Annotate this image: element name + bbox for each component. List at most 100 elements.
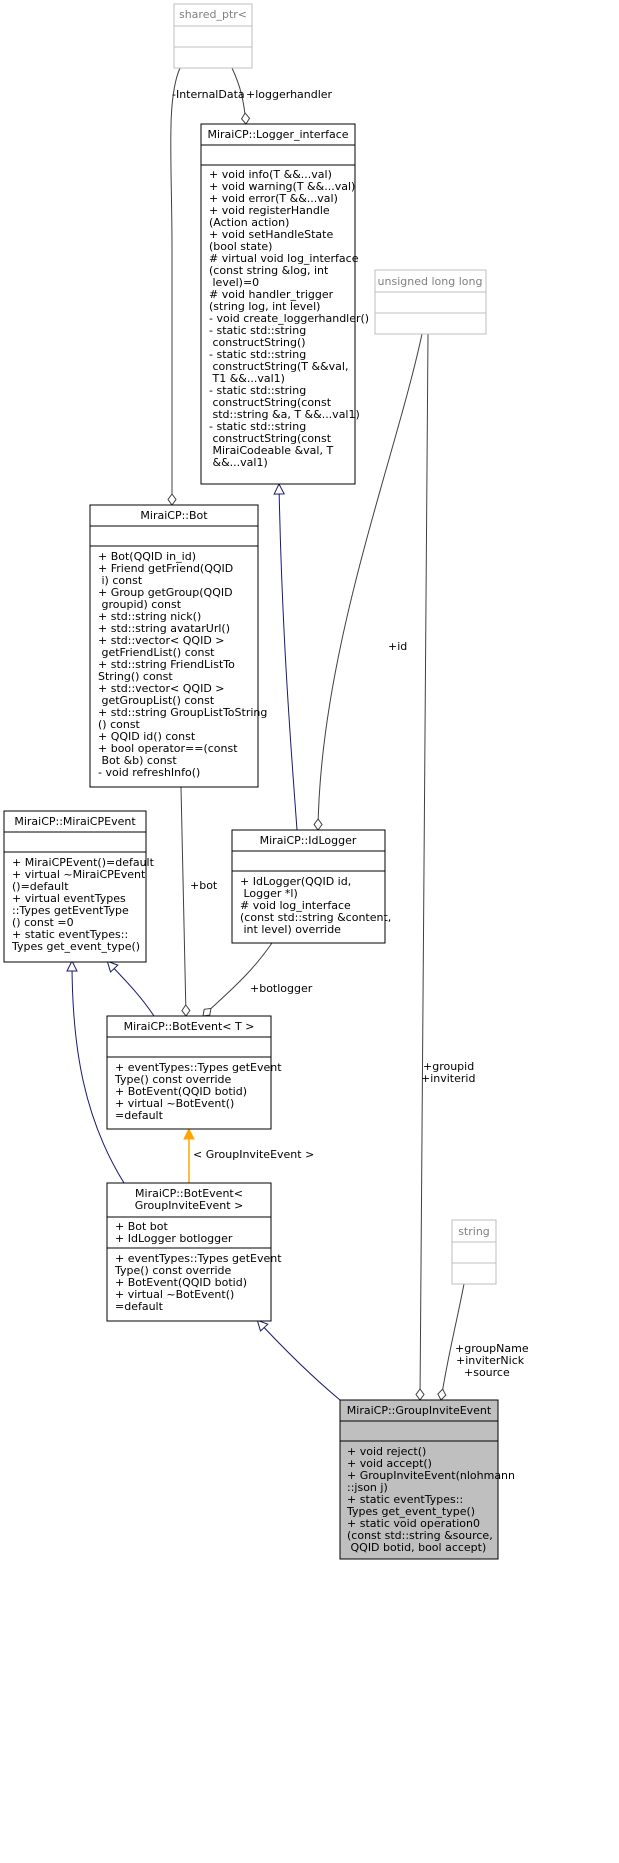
label-id: +id [388, 640, 407, 653]
member-line: + void registerHandle [209, 204, 330, 217]
edges [72, 67, 465, 1401]
member-line: - static std::string [209, 348, 306, 361]
member-line: + eventTypes::Types getEvent [115, 1061, 282, 1074]
member-line: Types get_event_type() [11, 940, 140, 953]
member-line: () const =0 [12, 916, 74, 929]
label-inviternick: +inviterNick [456, 1354, 525, 1367]
class-miraicp-event-title: MiraiCP::MiraiCPEvent [14, 815, 136, 828]
member-line: (const std::string &content, [240, 911, 391, 924]
member-line: + std::string nick() [98, 610, 201, 623]
member-line: + void warning(T &&...val) [209, 180, 355, 193]
class-bot[interactable]: MiraiCP::Bot + Bot(QQID in_id)+ Friend g… [89, 504, 267, 788]
class-string[interactable]: string [451, 1219, 497, 1285]
class-id-logger-title: MiraiCP::IdLogger [260, 834, 357, 847]
label-groupid: +groupid [423, 1060, 474, 1073]
label-botlogger: +botlogger [250, 982, 313, 995]
class-logger-interface-title: MiraiCP::Logger_interface [207, 128, 348, 141]
class-bot-event-gie-attributes: + Bot bot+ IdLogger botlogger [115, 1220, 233, 1245]
label-bot: +bot [190, 879, 218, 892]
member-line: + std::string GroupListToString [98, 706, 267, 719]
member-line: + void accept() [347, 1457, 432, 1470]
class-id-logger[interactable]: MiraiCP::IdLogger + IdLogger(QQID id, Lo… [231, 829, 391, 944]
member-line: + std::vector< QQID > [98, 682, 225, 695]
member-line: + virtual ~MiraiCPEvent [12, 868, 146, 881]
edge-bot [180, 786, 191, 1017]
member-line: + static eventTypes:: [347, 1493, 463, 1506]
member-line: + std::string FriendListTo [98, 658, 235, 671]
class-bot-title: MiraiCP::Bot [140, 509, 208, 522]
class-bot-methods: + Bot(QQID in_id)+ Friend getFriend(QQID… [98, 550, 267, 779]
member-line: + void error(T &&...val) [209, 192, 338, 205]
class-unsigned-long-long-title: unsigned long long [378, 275, 483, 288]
class-logger-interface-methods: + void info(T &&...val)+ void warning(T … [209, 168, 369, 469]
class-bot-event-t[interactable]: MiraiCP::BotEvent< T > + eventTypes::Typ… [106, 1015, 282, 1130]
member-line: constructString(T &&val, [209, 360, 348, 373]
member-line: getGroupList() const [98, 694, 215, 707]
class-bot-event-t-title: MiraiCP::BotEvent< T > [124, 1020, 255, 1033]
member-line: =default [115, 1109, 164, 1122]
class-group-invite-event[interactable]: MiraiCP::GroupInviteEvent + void reject(… [339, 1399, 515, 1560]
class-miraicp-event-methods: + MiraiCPEvent()=default+ virtual ~Mirai… [11, 856, 155, 953]
member-line: - void create_loggerhandler() [209, 312, 369, 325]
member-line: Types get_event_type() [346, 1505, 475, 1518]
label-groupname: +groupName [455, 1342, 529, 1355]
edge-botlogger [202, 942, 273, 1017]
class-group-invite-event-title: MiraiCP::GroupInviteEvent [347, 1404, 492, 1417]
class-shared-ptr-title: shared_ptr< [179, 8, 247, 21]
label-loggerhandler: +loggerhandler [246, 88, 333, 101]
member-line: MiraiCodeable &val, T [209, 444, 333, 457]
label-internal-data: -InternalData [172, 88, 245, 101]
member-line: level)=0 [209, 276, 259, 289]
member-line: + BotEvent(QQID botid) [115, 1276, 247, 1289]
class-logger-interface[interactable]: MiraiCP::Logger_interface + void info(T … [200, 123, 369, 485]
member-line: + IdLogger(QQID id, [240, 875, 351, 888]
edge-groupid-inviterid [415, 333, 429, 1401]
member-line: (string log, int level) [209, 300, 320, 313]
member-line: # virtual void log_interface [209, 252, 359, 265]
member-line: + Bot(QQID in_id) [98, 550, 196, 563]
member-line: String() const [98, 670, 173, 683]
member-line: std::string &a, T &&...val1) [209, 408, 360, 421]
member-line: T1 &&...val1) [209, 372, 285, 385]
class-string-title: string [458, 1225, 490, 1238]
member-line: getFriendList() const [98, 646, 215, 659]
member-line: + void info(T &&...val) [209, 168, 332, 181]
member-line: + virtual ~BotEvent() [115, 1288, 234, 1301]
class-unsigned-long-long[interactable]: unsigned long long [374, 269, 487, 335]
member-line: Logger *l) [240, 887, 298, 900]
member-line: Type() const override [114, 1264, 232, 1277]
edge-botevent-gie-inherits-event [72, 962, 125, 1184]
member-line: =default [115, 1300, 164, 1313]
edge-id [313, 333, 423, 831]
member-line: + virtual ~BotEvent() [115, 1097, 234, 1110]
label-template-arg: < GroupInviteEvent > [193, 1148, 314, 1161]
member-line: + std::vector< QQID > [98, 634, 225, 647]
member-line: ::json j) [347, 1481, 388, 1494]
edge-idlogger-inherits-logger [279, 485, 298, 831]
member-line: + BotEvent(QQID botid) [115, 1085, 247, 1098]
member-line: + MiraiCPEvent()=default [12, 856, 155, 869]
member-line: constructString(const [209, 396, 332, 409]
member-line: - static std::string [209, 420, 306, 433]
member-line: + Group getGroup(QQID [98, 586, 233, 599]
member-line: - static std::string [209, 324, 306, 337]
class-group-invite-event-methods: + void reject()+ void accept()+ GroupInv… [346, 1445, 515, 1554]
member-line: constructString() [209, 336, 306, 349]
member-line: + eventTypes::Types getEvent [115, 1252, 282, 1265]
edge-labels: -InternalData +loggerhandler +id +bot +b… [172, 88, 529, 1379]
class-shared-ptr[interactable]: shared_ptr< [173, 3, 253, 69]
member-line: + void reject() [347, 1445, 426, 1458]
member-line: (const string &log, int [209, 264, 329, 277]
member-line: () const [98, 718, 141, 731]
member-line: + void setHandleState [209, 228, 333, 241]
member-line: # void log_interface [240, 899, 351, 912]
member-line: + static void operation0 [347, 1517, 480, 1530]
class-miraicp-event[interactable]: MiraiCP::MiraiCPEvent + MiraiCPEvent()=d… [3, 810, 155, 963]
member-line: constructString(const [209, 432, 332, 445]
member-line: - static std::string [209, 384, 306, 397]
edge-string-members [437, 1283, 465, 1401]
class-bot-event-group-invite[interactable]: MiraiCP::BotEvent< GroupInviteEvent > + … [106, 1182, 282, 1322]
